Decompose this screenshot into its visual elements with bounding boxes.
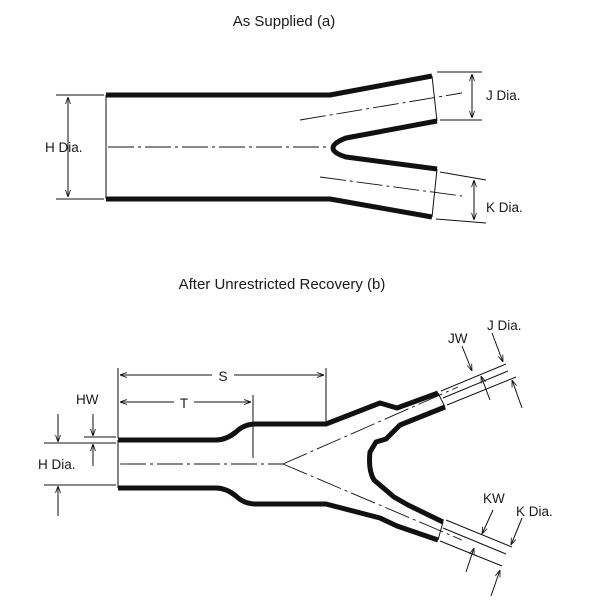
recovered-j-arrow-top	[491, 332, 504, 362]
supplied-k-ext-top	[439, 171, 487, 181]
recovered-t-label-mask	[174, 393, 194, 411]
recovered-kw-label: KW	[483, 491, 505, 506]
recovered-h-dia-label: H Dia.	[38, 457, 76, 472]
supplied-upper-wall	[106, 73, 433, 98]
recovered-upper-wall	[118, 390, 439, 443]
title-after-recovery: After Unrestricted Recovery (b)	[179, 276, 386, 293]
supplied-upper-leg-centerline	[299, 92, 463, 121]
recovered-j-ext-bore	[446, 376, 517, 406]
title-as-supplied: As Supplied (a)	[233, 13, 336, 30]
supplied-crotch	[330, 118, 438, 172]
recovered-t-label: T	[180, 396, 188, 411]
recovered-kw-arrow-bottom	[465, 548, 474, 573]
supplied-h-dia-label: H Dia.	[45, 140, 83, 155]
recovered-j-dia-label: J Dia.	[487, 318, 522, 333]
recovered-k-arrow-bottom	[490, 570, 501, 597]
recovered-kw-arrow-top	[482, 509, 494, 534]
recovered-lower-wall	[118, 485, 439, 543]
supplied-k-ext-bottom	[435, 218, 487, 224]
recovered-j-arrow-bottom	[511, 380, 523, 409]
recovered-jw-arrow-bottom	[480, 376, 491, 401]
recovered-k-dia-label: K Dia.	[516, 504, 553, 519]
recovered-lower-leg-centerline	[282, 463, 463, 541]
view-as-supplied: As Supplied (a) H Dia. J Dia. K Dia.	[45, 13, 523, 224]
recovered-jw-arrow-top	[461, 345, 472, 371]
recovered-jw-label: JW	[448, 331, 468, 346]
view-after-recovery: After Unrestricted Recovery (b) S T HW	[38, 276, 553, 597]
recovered-hw-label: HW	[76, 392, 99, 407]
supplied-k-dia-label: K Dia.	[486, 200, 523, 215]
recovered-k-ext-outer	[439, 540, 503, 567]
supplied-lower-leg-end	[431, 168, 438, 218]
recovered-k-arrow-top	[511, 517, 523, 545]
supplied-lower-wall	[106, 196, 433, 220]
supplied-j-dia-label: J Dia.	[486, 88, 521, 103]
recovered-s-label: S	[218, 369, 227, 384]
recovered-crotch	[367, 404, 446, 525]
recovered-s-label-mask	[212, 366, 234, 384]
recovered-k-ext-inner-wall	[442, 527, 507, 555]
recovered-k-ext-bore	[445, 519, 513, 548]
supplied-upper-leg-end	[431, 75, 438, 122]
recovered-j-ext-inner-wall	[442, 370, 509, 399]
recovered-upper-leg-centerline	[282, 386, 459, 465]
recovered-j-ext-outer	[440, 363, 507, 392]
supplied-lower-leg-centerline	[319, 176, 463, 197]
